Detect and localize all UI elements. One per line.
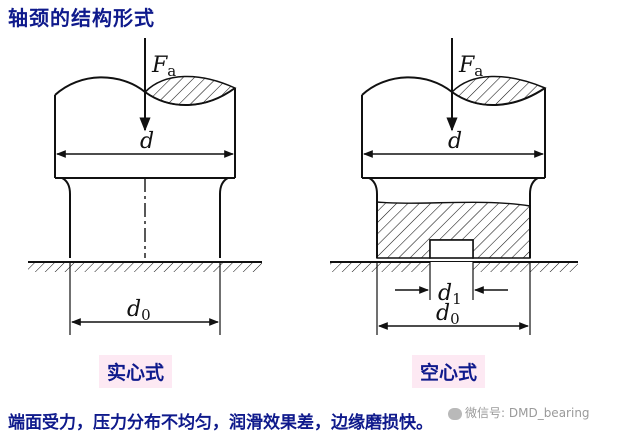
page-title: 轴颈的结构形式 <box>8 6 155 30</box>
hollow-force-label: Fa <box>458 53 483 80</box>
footer-note: 端面受力，压力分布不均匀，润滑效果差，边缘磨损快。 <box>8 413 433 433</box>
caption-solid: 实心式 <box>99 355 173 388</box>
caption-hollow: 空心式 <box>412 355 486 388</box>
hollow-journal <box>361 75 547 258</box>
solid-cut-hatch <box>143 75 237 106</box>
hollow-d0-label: d0 <box>436 301 460 328</box>
hollow-d-label: d <box>448 129 462 154</box>
hollow-d1-label: d1 <box>438 281 462 308</box>
solid-ground <box>28 261 262 272</box>
watermark-text: 微信号: DMD_bearing <box>465 406 590 420</box>
wechat-icon <box>448 407 462 420</box>
hollow-cavity <box>429 239 474 259</box>
solid-d0-label: d0 <box>127 297 151 324</box>
watermark: 微信号: DMD_bearing <box>448 404 590 421</box>
solid-d-label: d <box>140 129 154 154</box>
hollow-ground <box>330 261 578 272</box>
solid-journal <box>54 75 237 258</box>
solid-force-label: Fa <box>151 53 176 80</box>
